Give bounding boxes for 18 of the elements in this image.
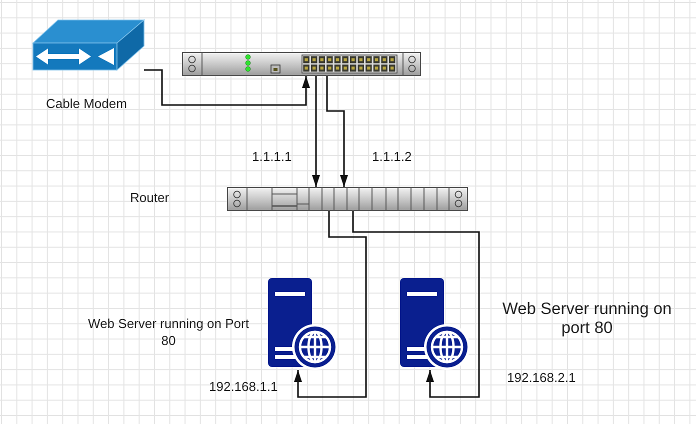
arrow xyxy=(312,76,320,187)
server-description: Web Server running on Port 80 xyxy=(87,315,250,349)
arrow xyxy=(144,69,310,106)
edge-label: 1.1.1.1 xyxy=(252,148,292,165)
arrow xyxy=(326,76,348,187)
modem-icon xyxy=(33,20,144,70)
edge-label: 192.168.1.1 xyxy=(209,378,278,395)
server-description: Web Server running on port 80 xyxy=(501,300,673,338)
network-switch-icon xyxy=(182,52,421,76)
edge-label: 1.1.1.2 xyxy=(372,148,412,165)
arrow xyxy=(352,211,480,398)
router-icon xyxy=(227,187,468,211)
web-server-icon xyxy=(268,278,338,370)
web-server-icon xyxy=(400,278,470,370)
device-label: Router xyxy=(130,189,170,206)
arrow xyxy=(294,211,367,398)
device-label: Cable Modem xyxy=(46,95,127,112)
edge-label: 192.168.2.1 xyxy=(507,369,576,386)
